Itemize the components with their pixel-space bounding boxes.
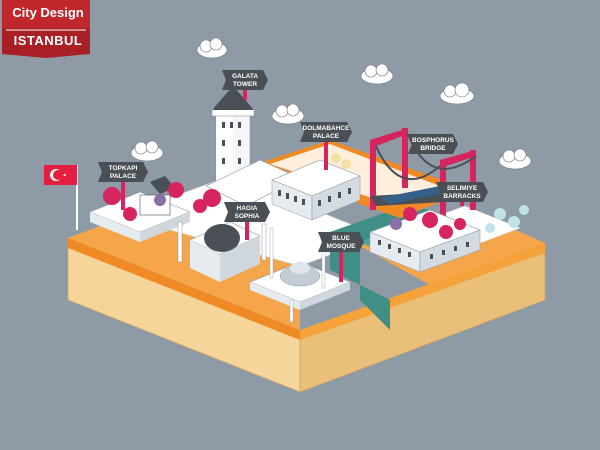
signpost-pole: [245, 222, 249, 240]
signpost-pole: [460, 202, 464, 206]
signpost-label: DOLMABAHCE: [303, 125, 351, 132]
signpost-label: MOSQUE: [327, 243, 357, 250]
signpost-pole: [339, 252, 343, 282]
signpost-label: HAGIA: [237, 205, 258, 212]
signpost-pole: [121, 182, 125, 210]
signpost-board: [98, 162, 148, 182]
blue-mosque-building: [249, 227, 351, 323]
signpost-pole: [324, 142, 328, 170]
signpost-board: [222, 70, 268, 90]
dolmabahce-palace-building: [271, 159, 361, 221]
signpost-board: [436, 182, 488, 202]
signpost-board: [224, 202, 270, 222]
signpost-label: BRIDGE: [420, 145, 446, 152]
signpost-board: [300, 122, 352, 142]
cloud-icon: [196, 37, 228, 59]
signpost-label: PALACE: [110, 173, 137, 180]
signpost-pole: [243, 90, 247, 100]
cloud-icon: [498, 148, 532, 170]
cloud-icon: [439, 82, 475, 105]
cloud-icon: [360, 63, 394, 85]
banner-title: City Design: [12, 5, 84, 20]
signpost-label: TOPKAPI: [109, 165, 138, 172]
signpost-label: SELIMIYE: [447, 185, 478, 192]
title-banner: City Design ISTANBUL: [2, 0, 90, 58]
hagia-sophia-building: [177, 221, 267, 282]
signpost-label: BLUE: [332, 235, 350, 242]
selimiye-barracks-building: [369, 209, 481, 273]
tree-icon: [103, 153, 529, 239]
signpost-label: BARRACKS: [443, 193, 481, 200]
signpost-label: SOPHIA: [235, 213, 260, 220]
cloud-icon: [130, 140, 164, 162]
signpost-label: PALACE: [313, 133, 340, 140]
signpost-board: [408, 134, 458, 154]
galata-tower-building: [205, 86, 301, 207]
signpost-label: GALATA: [232, 73, 258, 80]
turkish-flag-icon: [44, 165, 78, 230]
signpost-board: [318, 232, 364, 252]
banner-subtitle: ISTANBUL: [13, 33, 83, 48]
signpost-label: BOSPHORUS: [412, 137, 455, 144]
signpost-label: TOWER: [233, 81, 257, 88]
cloud-icon: [271, 103, 305, 125]
banner-ribbon: [2, 0, 90, 58]
